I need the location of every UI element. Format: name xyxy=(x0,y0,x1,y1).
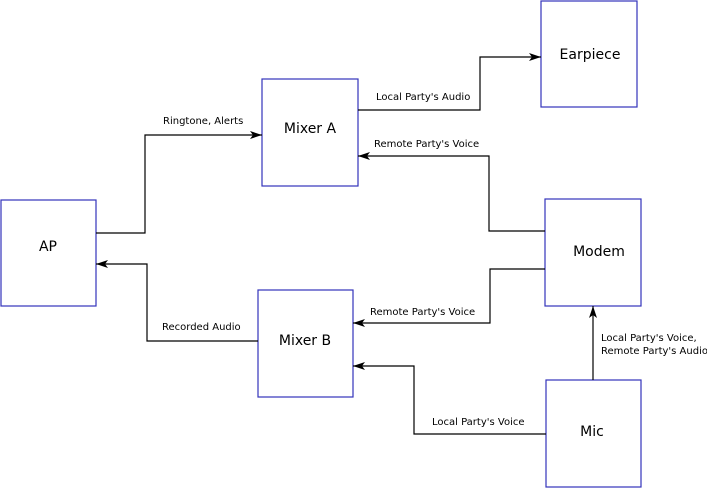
edge-local-voice-label: Local Party's Voice xyxy=(432,417,525,428)
node-ap-label: AP xyxy=(39,239,57,255)
node-mixer-b: Mixer B xyxy=(257,289,354,398)
node-modem-label: Modem xyxy=(573,244,625,260)
edge-mic-to-modem-label-line1: Local Party's Voice, xyxy=(601,333,697,344)
node-mic-label: Mic xyxy=(580,424,604,440)
edge-ringtone-alerts-label: Ringtone, Alerts xyxy=(163,116,243,127)
node-modem: Modem xyxy=(544,198,642,307)
edge-ap-to-mixer-a xyxy=(96,131,262,234)
edge-local-party-audio-label: Local Party's Audio xyxy=(376,92,470,103)
edge-remote-voice-mixer-b-label: Remote Party's Voice xyxy=(370,307,475,318)
node-mixer-b-label: Mixer B xyxy=(279,333,331,349)
node-mixer-a: Mixer A xyxy=(261,78,359,187)
node-earpiece: Earpiece xyxy=(540,0,638,108)
edge-mic-to-mixer-b xyxy=(353,362,546,435)
node-mixer-a-label: Mixer A xyxy=(284,121,337,137)
edge-recorded-audio-label: Recorded Audio xyxy=(162,322,241,333)
edge-remote-voice-mixer-a-label: Remote Party's Voice xyxy=(374,139,479,150)
node-earpiece-label: Earpiece xyxy=(560,47,621,63)
edge-mic-to-modem-label-line2: Remote Party's Audio xyxy=(601,346,707,357)
edge-mixer-b-to-ap xyxy=(96,260,258,342)
edge-modem-to-mixer-b xyxy=(353,268,545,327)
edge-modem-to-mixer-a xyxy=(358,152,545,232)
node-ap: AP xyxy=(0,199,97,307)
edge-mixer-a-to-earpiece xyxy=(358,53,541,111)
node-mic: Mic xyxy=(545,379,642,488)
